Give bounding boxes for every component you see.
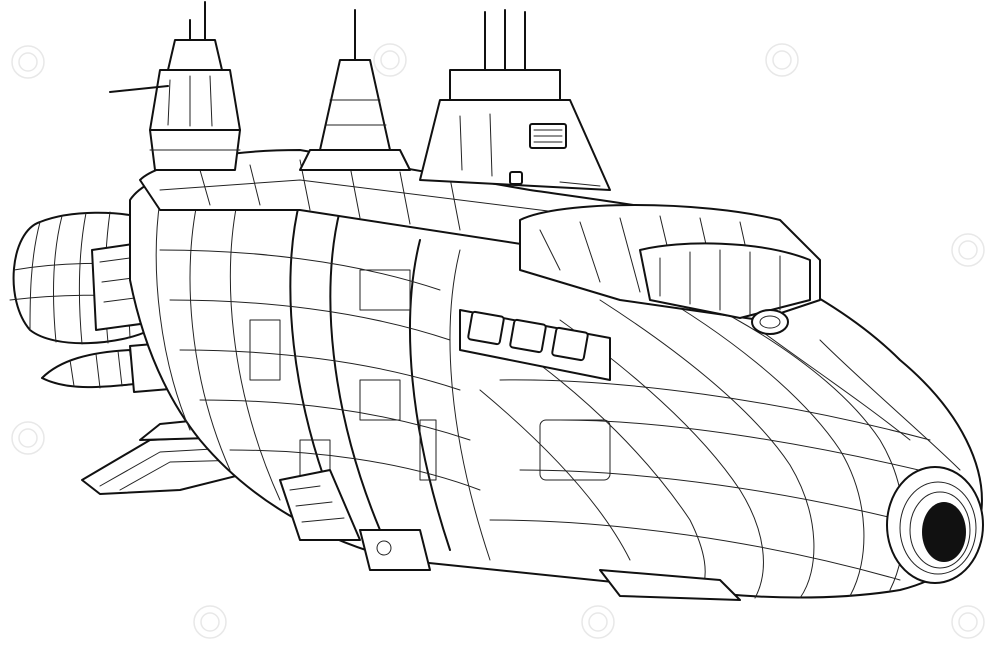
rear-tower (109, 1, 241, 171)
command-tower (419, 9, 611, 191)
window-strip (459, 309, 611, 381)
cannon-bore (922, 502, 966, 562)
forward-bridge (519, 204, 821, 335)
ventral-landing-gear (279, 469, 741, 601)
watermark-pattern (11, 43, 985, 639)
nose-cannon (886, 466, 984, 584)
spire-tower (299, 9, 411, 171)
main-hull (129, 159, 983, 599)
